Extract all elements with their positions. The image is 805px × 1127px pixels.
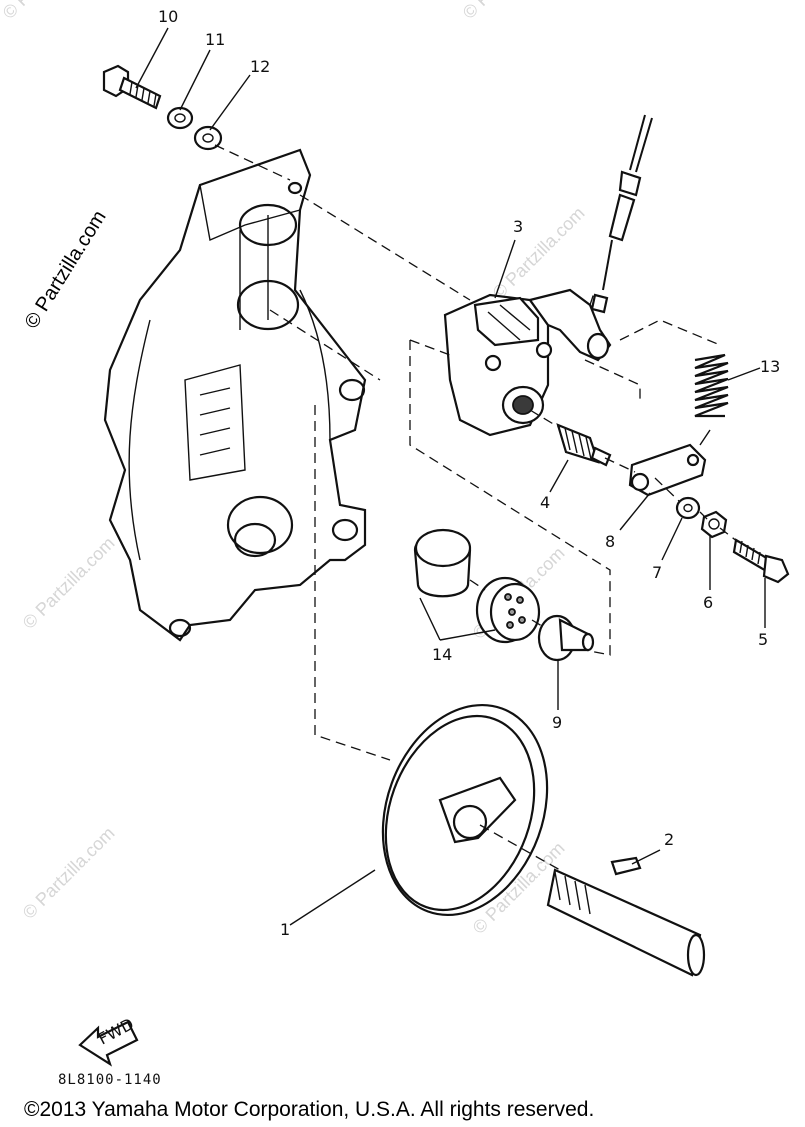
leader-lines [135,27,766,926]
washer-12 [193,125,223,151]
cup-14b [475,576,541,644]
callout-6: 6 [703,593,713,612]
bolt-10 [102,64,162,110]
bolt-5 [732,538,790,584]
watermark-faint: © Partzilla.com [459,0,559,23]
gear-4 [556,423,612,467]
watermark-faint: © Partzilla.com [489,203,589,303]
lever-8 [628,443,707,497]
callout-13: 13 [760,357,780,376]
callout-8: 8 [605,532,615,551]
housing-outline [103,148,367,642]
watermark-faint: © Partzilla.com [19,533,119,633]
disc-9 [537,614,595,662]
dashed-lines [269,194,739,871]
callout-12: 12 [250,57,270,76]
callout-1: 1 [280,920,290,939]
callouts: 1 2 3 4 5 6 7 8 9 10 11 12 13 14 [158,7,780,939]
callout-11: 11 [205,30,225,49]
dashed-line [214,144,291,181]
diagram-code: 8L8100-1140 [58,1072,162,1088]
callout-2: 2 [664,830,674,849]
bracket-3 [443,288,612,437]
key-2 [610,856,642,876]
callout-10: 10 [158,7,178,26]
callout-3: 3 [513,217,523,236]
fwd-arrow: FWD [78,1014,139,1067]
washer-11 [166,106,194,130]
cup-14a [413,528,472,598]
callout-7: 7 [652,563,662,582]
callout-14: 14 [432,645,452,664]
watermark-faint: © Partzilla.com [19,823,119,923]
shaft [546,868,706,977]
sheave-disc-1 [381,703,549,917]
cable [590,114,653,314]
watermark-main: © Partzilla.com [21,207,111,333]
callout-4: 4 [540,493,550,512]
watermark-faint: © Partzilla.com [0,0,99,23]
washer-7 [675,496,701,520]
callout-9: 9 [552,713,562,732]
callout-5: 5 [758,630,768,649]
nut-6 [700,510,728,539]
copyright-footer: ©2013 Yamaha Motor Corporation, U.S.A. A… [24,1098,594,1121]
spring-13 [694,353,729,418]
